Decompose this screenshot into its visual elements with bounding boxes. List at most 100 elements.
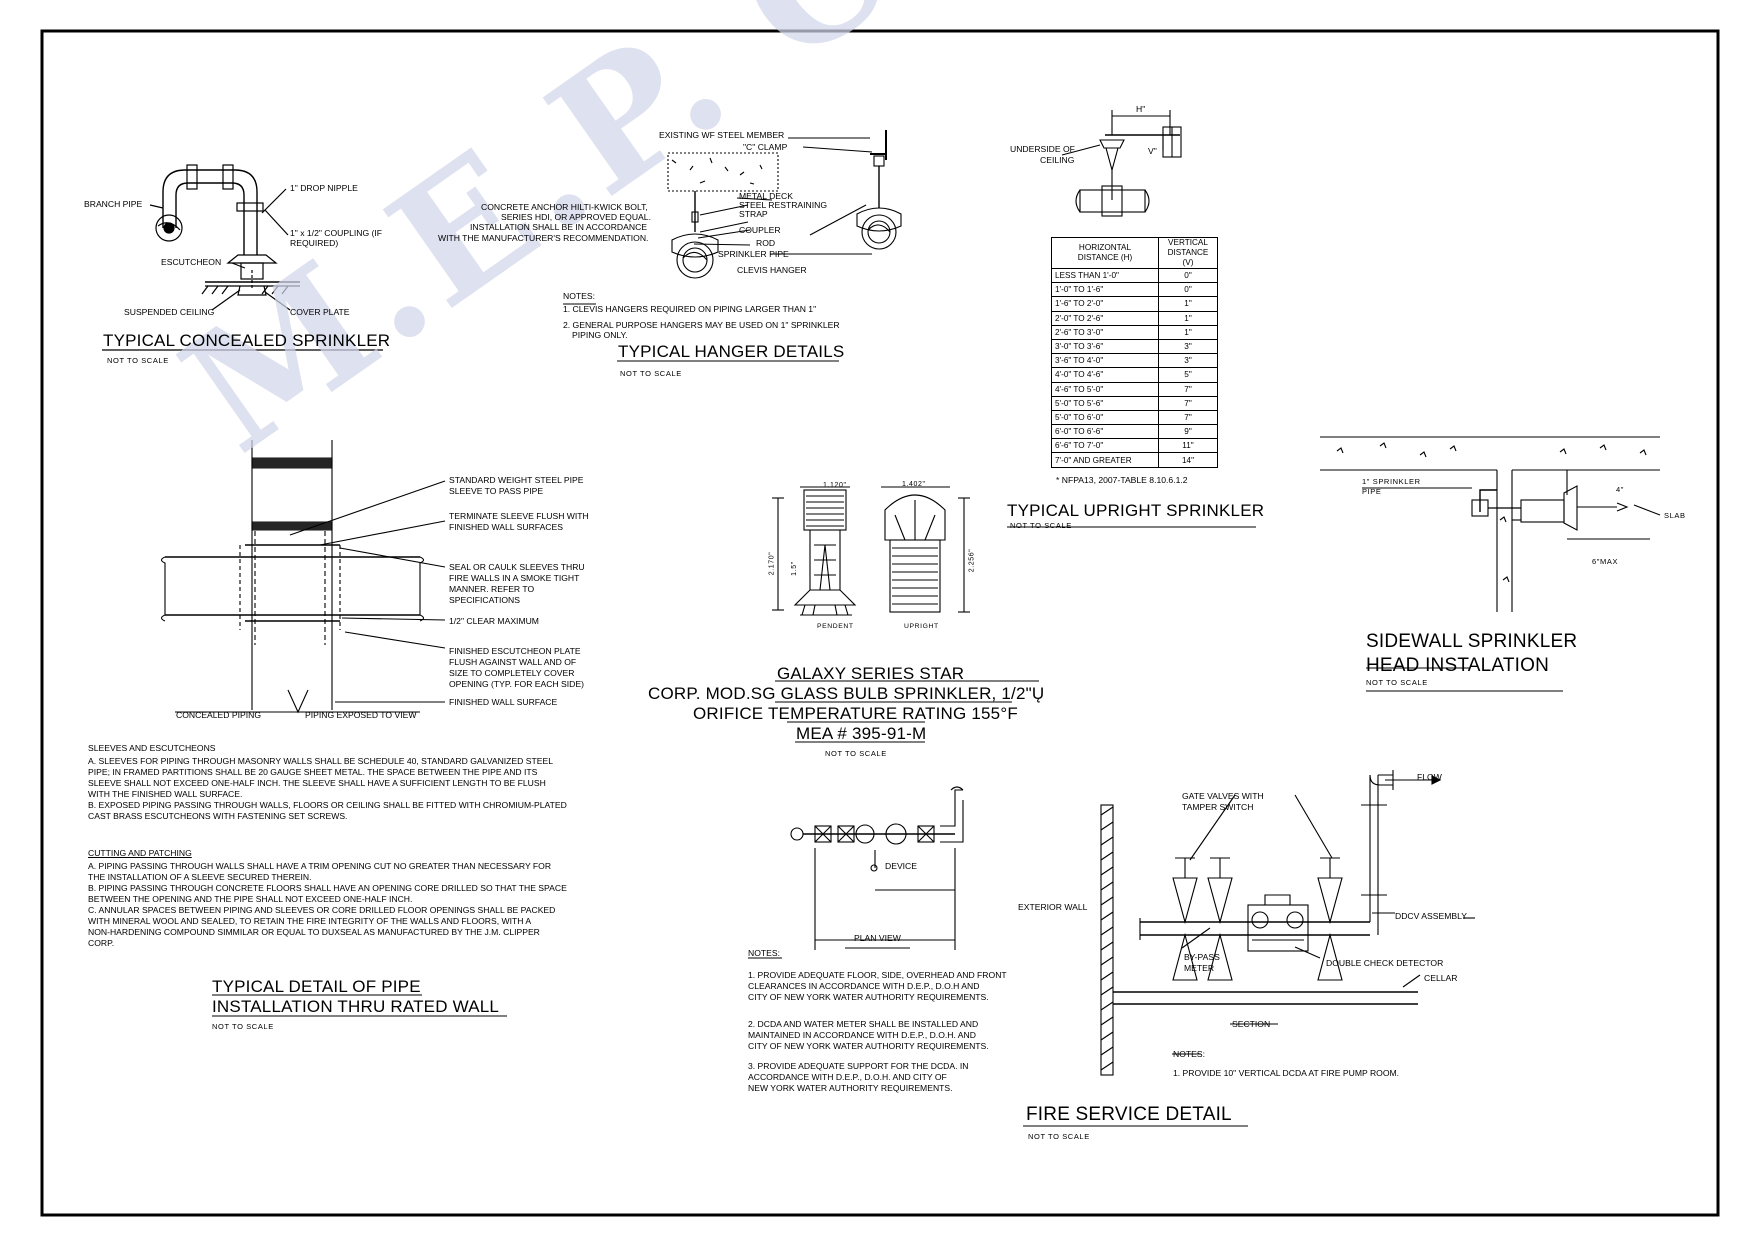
label-four-inch: 4"	[1616, 485, 1625, 494]
hanger-drawing	[563, 130, 902, 362]
table-cell-v: 3"	[1158, 353, 1218, 369]
galaxy-scale: NOT TO SCALE	[825, 749, 887, 758]
table-cell-v: 0"	[1158, 267, 1218, 284]
table-row: LESS THAN 1'-0"0"	[1051, 267, 1218, 284]
table-cell-h: 3'-6" TO 4'-0"	[1051, 353, 1159, 369]
label-metal-deck: METAL DECK	[739, 191, 793, 201]
sleeves-line-5: B. EXPOSED PIPING PASSING THROUGH WALLS,…	[88, 800, 567, 810]
table-cell-h: 6'-6" TO 7'-0"	[1051, 438, 1159, 454]
plan-note-7: 3. PROVIDE ADEQUATE SUPPORT FOR THE DCDA…	[748, 1061, 969, 1071]
table-footnote: * NFPA13, 2007-TABLE 8.10.6.1.2	[1056, 475, 1188, 485]
label-coupling-1: 1" x 1/2" COUPLING (IF	[290, 228, 383, 238]
fire-scale: NOT TO SCALE	[1028, 1132, 1090, 1141]
label-sidewall-pipe-1: 1" SPRINKLER	[1362, 477, 1421, 486]
table-cell-h: 5'-0" TO 6'-0"	[1051, 409, 1159, 426]
sidewall-title-2: HEAD INSTALATION	[1366, 655, 1550, 676]
table-row: 6'-0" TO 6'-6"9"	[1051, 424, 1218, 440]
label-bypass-2: METER	[1184, 963, 1215, 973]
galaxy-title-3: ORIFICE TEMPERATURE RATING 155°F	[693, 704, 1018, 723]
cutting-header: CUTTING AND PATCHING	[88, 848, 192, 858]
cutting-line-1: A. PIPING PASSING THROUGH WALLS SHALL HA…	[88, 861, 552, 871]
label-coupling-2: REQUIRED)	[290, 238, 339, 248]
fire-note-1: 1. PROVIDE 10" VERTICAL DCDA AT FIRE PUM…	[1173, 1068, 1400, 1078]
label-sidewall-pipe-2: PIPE	[1362, 487, 1382, 496]
table-cell-h: 4'-6" TO 5'-0"	[1051, 381, 1159, 397]
table-cell-v: 1"	[1158, 296, 1218, 312]
label-cover-plate: COVER PLATE	[290, 307, 350, 317]
plan-note-3: CITY OF NEW YORK WATER AUTHORITY REQUIRE…	[748, 992, 989, 1002]
label-anchor-2: SERIES HDI, OR APPROVED EQUAL.	[501, 212, 651, 222]
wall-title-1: TYPICAL DETAIL OF PIPE	[212, 977, 421, 996]
table-row: 4'-0" TO 4'-6"5"	[1051, 367, 1218, 383]
label-h: H"	[1136, 104, 1146, 114]
label-esc-1: FINISHED ESCUTCHEON PLATE	[449, 646, 581, 656]
hanger-scale: NOT TO SCALE	[620, 369, 682, 378]
sleeves-line-2: PIPE; IN FRAMED PARTITIONS SHALL BE 20 G…	[88, 767, 538, 777]
label-finished: FINISHED WALL SURFACE	[449, 697, 558, 707]
label-pendent: PENDENT	[817, 623, 854, 630]
label-esc-2: FLUSH AGAINST WALL AND OF	[449, 657, 577, 667]
plan-note-4: 2. DCDA AND WATER METER SHALL BE INSTALL…	[748, 1019, 979, 1029]
label-wf-member: EXISTING WF STEEL MEMBER	[659, 130, 785, 140]
label-exterior-wall: EXTERIOR WALL	[1018, 902, 1088, 912]
plan-view-title: PLAN VIEW	[854, 933, 901, 943]
label-concealed-piping: CONCEALED PIPING	[176, 710, 262, 720]
plan-note-6: CITY OF NEW YORK WATER AUTHORITY REQUIRE…	[748, 1041, 989, 1051]
table-row: 1'-6" TO 2'-0"1"	[1051, 296, 1218, 312]
label-restraining-2: STRAP	[739, 209, 768, 219]
concealed-scale: NOT TO SCALE	[107, 356, 169, 365]
sleeves-line-3: SLEEVE SHALL NOT EXCEED ONE-HALF INCH. T…	[88, 778, 546, 788]
sleeves-line-1: A. SLEEVES FOR PIPING THROUGH MASONRY WA…	[88, 756, 553, 766]
sidewall-title-1: SIDEWALL SPRINKLER	[1366, 631, 1578, 652]
galaxy-title-2: CORP. MOD.SG GLASS BULB SPRINKLER, 1/2"Ų	[648, 684, 1045, 703]
sleeves-line-6: CAST BRASS ESCUTCHEONS WITH FASTENING SE…	[88, 811, 348, 821]
sleeves-header: SLEEVES AND ESCUTCHEONS	[88, 743, 216, 753]
table-row: 6'-6" TO 7'-0"11"	[1051, 438, 1218, 454]
label-flow: FLOW	[1417, 772, 1442, 782]
label-six-max: 6"MAX	[1592, 557, 1619, 566]
cutting-line-2: THE INSTALLATION OF A SLEEVE SECURED THE…	[88, 872, 312, 882]
label-escutcheon: ESCUTCHEON	[161, 257, 222, 267]
plan-note-9: NEW YORK WATER AUTHORITY REQUIREMENTS.	[748, 1083, 953, 1093]
label-double-check: DOUBLE CHECK DETECTOR	[1326, 958, 1444, 968]
sidewall-drawing	[1320, 436, 1661, 692]
table-cell-v: 9"	[1158, 424, 1218, 440]
table-cell-h: 3'-0" TO 3'-6"	[1051, 338, 1159, 355]
table-cell-v: 7"	[1158, 395, 1218, 411]
label-seal-4: SPECIFICATIONS	[449, 595, 520, 605]
table-row: 5'-0" TO 5'-6"7"	[1051, 395, 1218, 411]
table-cell-v: 1"	[1158, 324, 1218, 340]
table-cell-h: 7'-0" AND GREATER	[1051, 452, 1159, 468]
plan-view-drawing	[748, 786, 964, 959]
label-slab: SLAB	[1664, 511, 1686, 520]
cutting-line-5: C. ANNULAR SPACES BETWEEN PIPING AND SLE…	[88, 905, 556, 915]
label-seal-1: SEAL OR CAULK SLEEVES THRU	[449, 562, 585, 572]
cutting-line-6: WITH MINERAL WOOL AND SEALED, TO RETAIN …	[88, 916, 532, 926]
label-term-1: TERMINATE SLEEVE FLUSH WITH	[449, 511, 589, 521]
label-seal-2: FIRE WALLS IN A SMOKE TIGHT	[449, 573, 580, 583]
cutting-line-7: NON-HARDENING COMPOUND SIMMILAR OR EQUAL…	[88, 927, 540, 937]
table-row: 1'-0" TO 1'-6"0"	[1051, 282, 1218, 298]
table-head-v-2: DISTANCE (V)	[1167, 248, 1209, 267]
concealed-title: TYPICAL CONCEALED SPRINKLER	[103, 331, 391, 350]
label-clevis-hanger: CLEVIS HANGER	[737, 265, 807, 275]
label-esc-4: OPENING (TYP. FOR EACH SIDE)	[449, 679, 584, 689]
fire-notes-header: NOTES:	[1173, 1049, 1205, 1059]
label-std-1: STANDARD WEIGHT STEEL PIPE	[449, 475, 584, 485]
label-exposed-piping: PIPING EXPOSED TO VIEW	[305, 710, 417, 720]
label-term-2: FINISHED WALL SURFACES	[449, 522, 563, 532]
galaxy-title-4: MEA # 395-91-M	[796, 724, 927, 743]
table-cell-h: 1'-6" TO 2'-0"	[1051, 296, 1159, 312]
galaxy-sprinklers-drawing	[772, 486, 1039, 743]
table-cell-h: 2'-0" TO 2'-6"	[1051, 310, 1159, 326]
label-clear: 1/2" CLEAR MAXIMUM	[449, 616, 539, 626]
label-underside-1: UNDERSIDE OF	[1010, 144, 1075, 154]
upright-scale: NOT TO SCALE	[1010, 521, 1072, 530]
label-underside-2: CEILING	[1040, 155, 1075, 165]
table-head-h-1: HORIZONTAL	[1078, 243, 1132, 252]
table-row: 2'-0" TO 2'-6"1"	[1051, 310, 1218, 326]
table-cell-v: 5"	[1158, 367, 1218, 383]
wall-penetration-drawing	[160, 440, 507, 1017]
